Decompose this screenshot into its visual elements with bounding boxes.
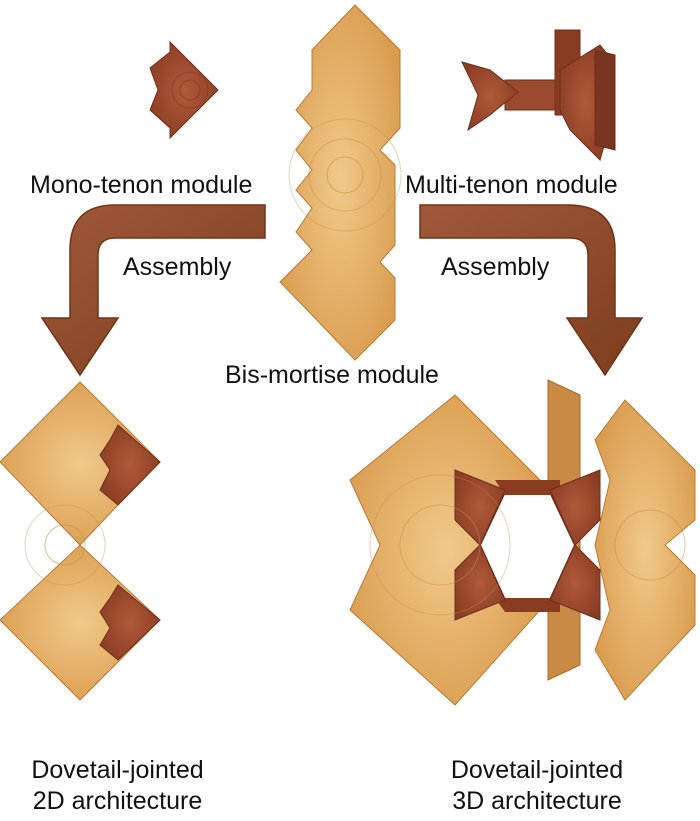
label-assembly-left: Assembly	[123, 253, 232, 281]
label-mono-tenon-module: Mono-tenon module	[30, 171, 253, 199]
label-multi-tenon-module: Multi-tenon module	[405, 171, 618, 199]
multi-tenon-module	[461, 29, 616, 161]
assembly-arrow-left	[40, 204, 266, 377]
label-2d-line1: Dovetail-jointed	[31, 756, 204, 784]
dovetail-3d-architecture	[349, 379, 696, 706]
mono-tenon-module	[149, 40, 219, 140]
bis-mortise-module	[279, 4, 402, 361]
label-2d-line2: 2D architecture	[32, 787, 203, 815]
label-bis-mortise-module: Bis-mortise module	[225, 361, 439, 389]
label-3d-line2: 3D architecture	[452, 787, 622, 815]
assembly-arrow-right	[419, 204, 644, 377]
dovetail-2d-architecture	[0, 381, 161, 701]
label-assembly-right: Assembly	[441, 253, 550, 281]
label-3d-line1: Dovetail-jointed	[450, 756, 624, 784]
